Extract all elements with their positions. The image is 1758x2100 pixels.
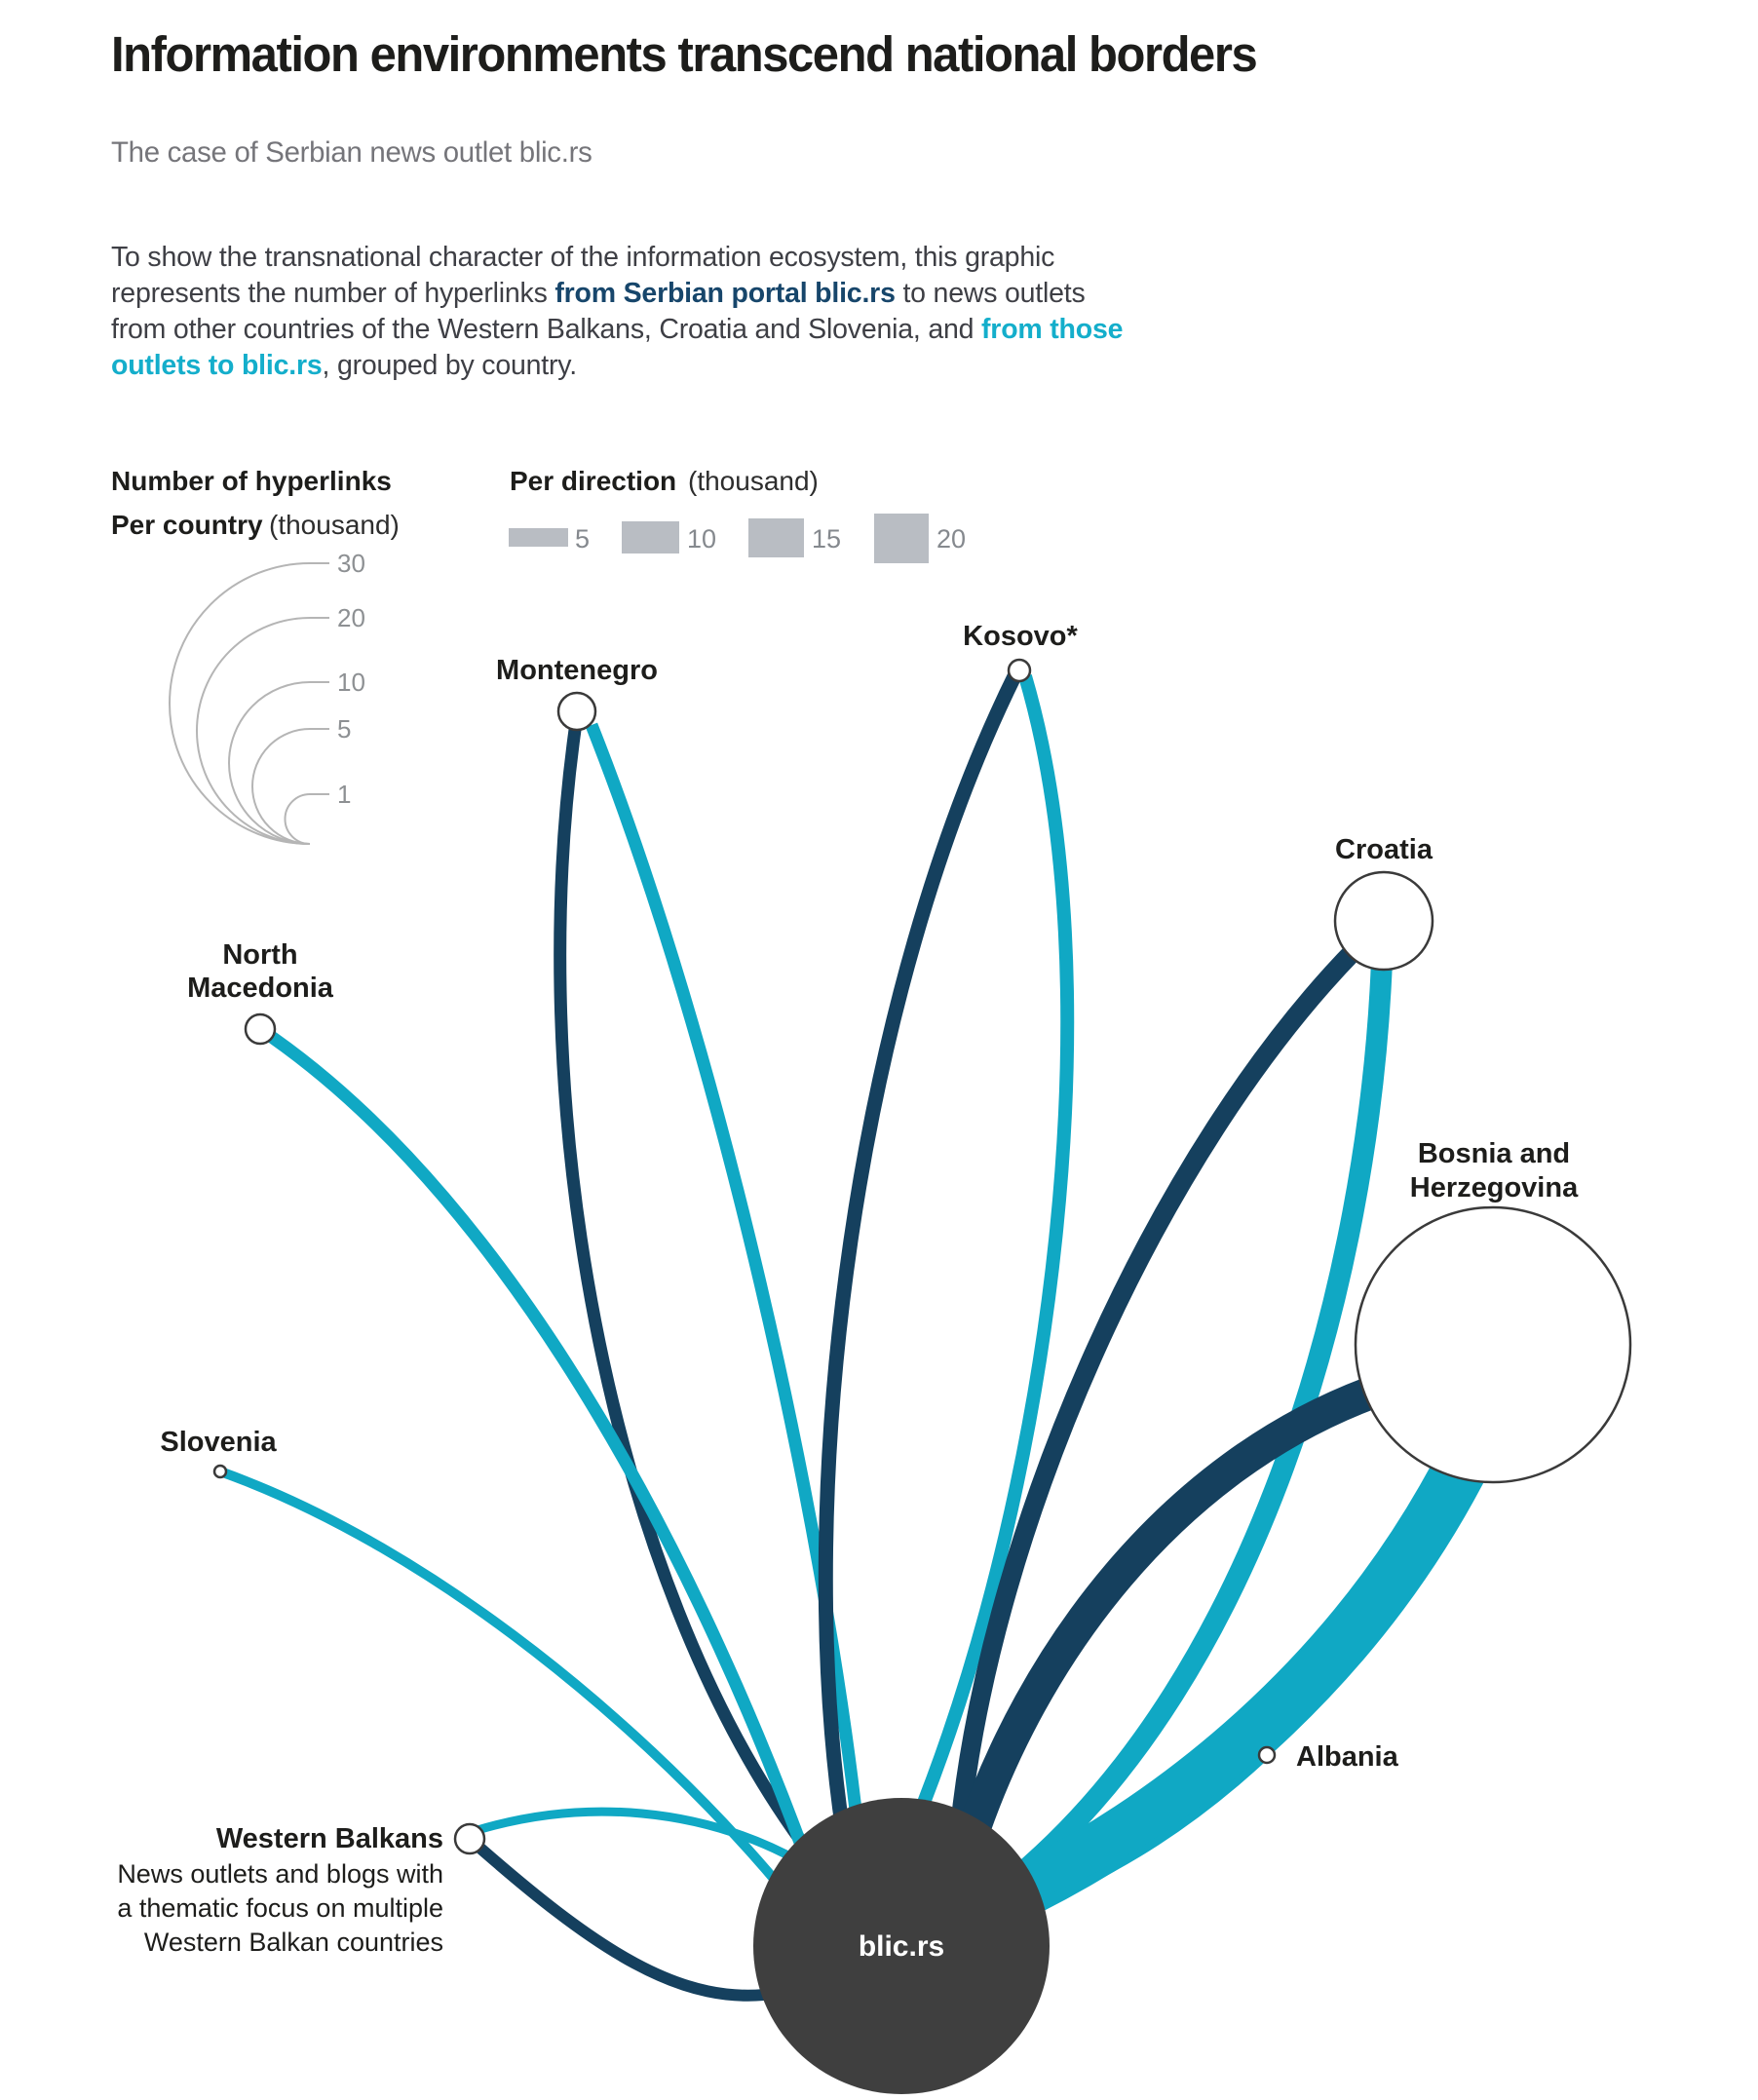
label-north-macedonia-line2: Macedonia (187, 973, 334, 1004)
legend-arc-label-20: 20 (337, 603, 365, 632)
node-blic-hub (753, 1798, 1050, 2094)
legend-arc-label-30: 30 (337, 549, 365, 578)
intro-highlight-from-blic: from Serbian portal blic.rs (554, 278, 896, 309)
intro-paragraph: To show the transnational character of t… (111, 240, 1134, 384)
intro-highlight-to-blic: from those outlets to blic.rs (111, 314, 1124, 381)
page-subtitle: The case of Serbian news outlet blic.rs (111, 136, 592, 169)
label-western-balkans-note-line3: Western Balkan countries (144, 1928, 443, 1957)
legend-arc-label-5: 5 (337, 714, 351, 744)
node-north-macedonia (244, 1012, 277, 1046)
link-albania-to-blic (1031, 1752, 1270, 1909)
label-albania: Albania (1296, 1741, 1399, 1773)
link-montenegro-from-blic (554, 715, 815, 1855)
node-montenegro (556, 691, 597, 732)
link-slovenia-to-blic (218, 1467, 783, 1890)
label-western-balkans-note-line2: a thematic focus on multiple (117, 1893, 443, 1923)
page-title: Information environments transcend natio… (111, 26, 1258, 82)
legend-bar-label-10: 10 (687, 524, 716, 554)
label-blic-hub: blic.rs (859, 1930, 944, 1963)
legend-country-title-line2: Per country (111, 510, 263, 540)
link-bosnia-from-blic (953, 1376, 1380, 1848)
legend-bar-15 (748, 518, 804, 557)
link-north-macedonia-to-blic (256, 1023, 816, 1869)
legend-bar-5 (509, 528, 568, 547)
legend-country-title-unit: (thousand) (269, 510, 400, 540)
legend-per-country: Number of hyperlinks Per country (thousa… (111, 466, 400, 845)
link-croatia-to-blic (1011, 959, 1393, 1885)
node-albania (1257, 1745, 1277, 1765)
intro-text-2: to news outlets from other countries of … (111, 278, 1086, 345)
node-slovenia (212, 1464, 228, 1479)
legend-country-title-line1: Number of hyperlinks (111, 466, 392, 496)
label-north-macedonia-line1: North (222, 939, 297, 971)
node-bosnia (1354, 1205, 1632, 1484)
legend-arc-30 (169, 562, 311, 845)
label-western-balkans-note-line1: News outlets and blogs with (117, 1859, 443, 1889)
legend-arc-5 (251, 728, 311, 845)
label-croatia: Croatia (1335, 834, 1433, 865)
legend-arc-20 (196, 617, 311, 845)
node-croatia (1333, 870, 1434, 972)
legend-arc-label-1: 1 (337, 780, 351, 809)
node-labels: Montenegro Kosovo* Croatia Bosnia and He… (117, 621, 1579, 1963)
intro-text-1: To show the transnational character of t… (111, 242, 1055, 309)
legend-bar-label-5: 5 (575, 524, 590, 554)
legend-bar-20 (874, 514, 929, 563)
link-kosovo-to-blic (909, 674, 1075, 1825)
label-slovenia: Slovenia (160, 1427, 277, 1458)
country-nodes (212, 658, 1632, 2094)
legend-bar-10 (622, 521, 679, 554)
legend-per-direction: Per direction (thousand) 5 10 15 20 (509, 466, 966, 563)
intro-text-3: , grouped by country. (322, 350, 578, 381)
node-kosovo (1007, 658, 1032, 683)
legend-arc-label-10: 10 (337, 668, 365, 697)
label-kosovo: Kosovo* (963, 621, 1078, 652)
label-bosnia-line1: Bosnia and (1418, 1138, 1570, 1169)
label-western-balkans: Western Balkans (216, 1823, 443, 1854)
legend-bar-label-15: 15 (812, 524, 841, 554)
legend-bar-label-20: 20 (936, 524, 966, 554)
link-western-balkans-to-blic (476, 1807, 802, 1865)
label-montenegro: Montenegro (496, 655, 658, 686)
link-western-balkans-from-blic (466, 1834, 782, 2002)
link-montenegro-to-blic (585, 722, 864, 1828)
link-bosnia-to-blic (992, 1449, 1488, 1926)
node-western-balkans (453, 1822, 486, 1855)
legend-arc-1 (284, 793, 311, 845)
link-croatia-from-blic (950, 943, 1362, 1829)
link-ribbons (218, 670, 1488, 2002)
legend-direction-title-unit: (thousand) (688, 466, 819, 496)
legend-arc-10 (228, 681, 311, 845)
label-bosnia-line2: Herzegovina (1410, 1172, 1579, 1203)
legend-direction-title: Per direction (510, 466, 676, 496)
link-kosovo-from-blic (818, 670, 1022, 1834)
